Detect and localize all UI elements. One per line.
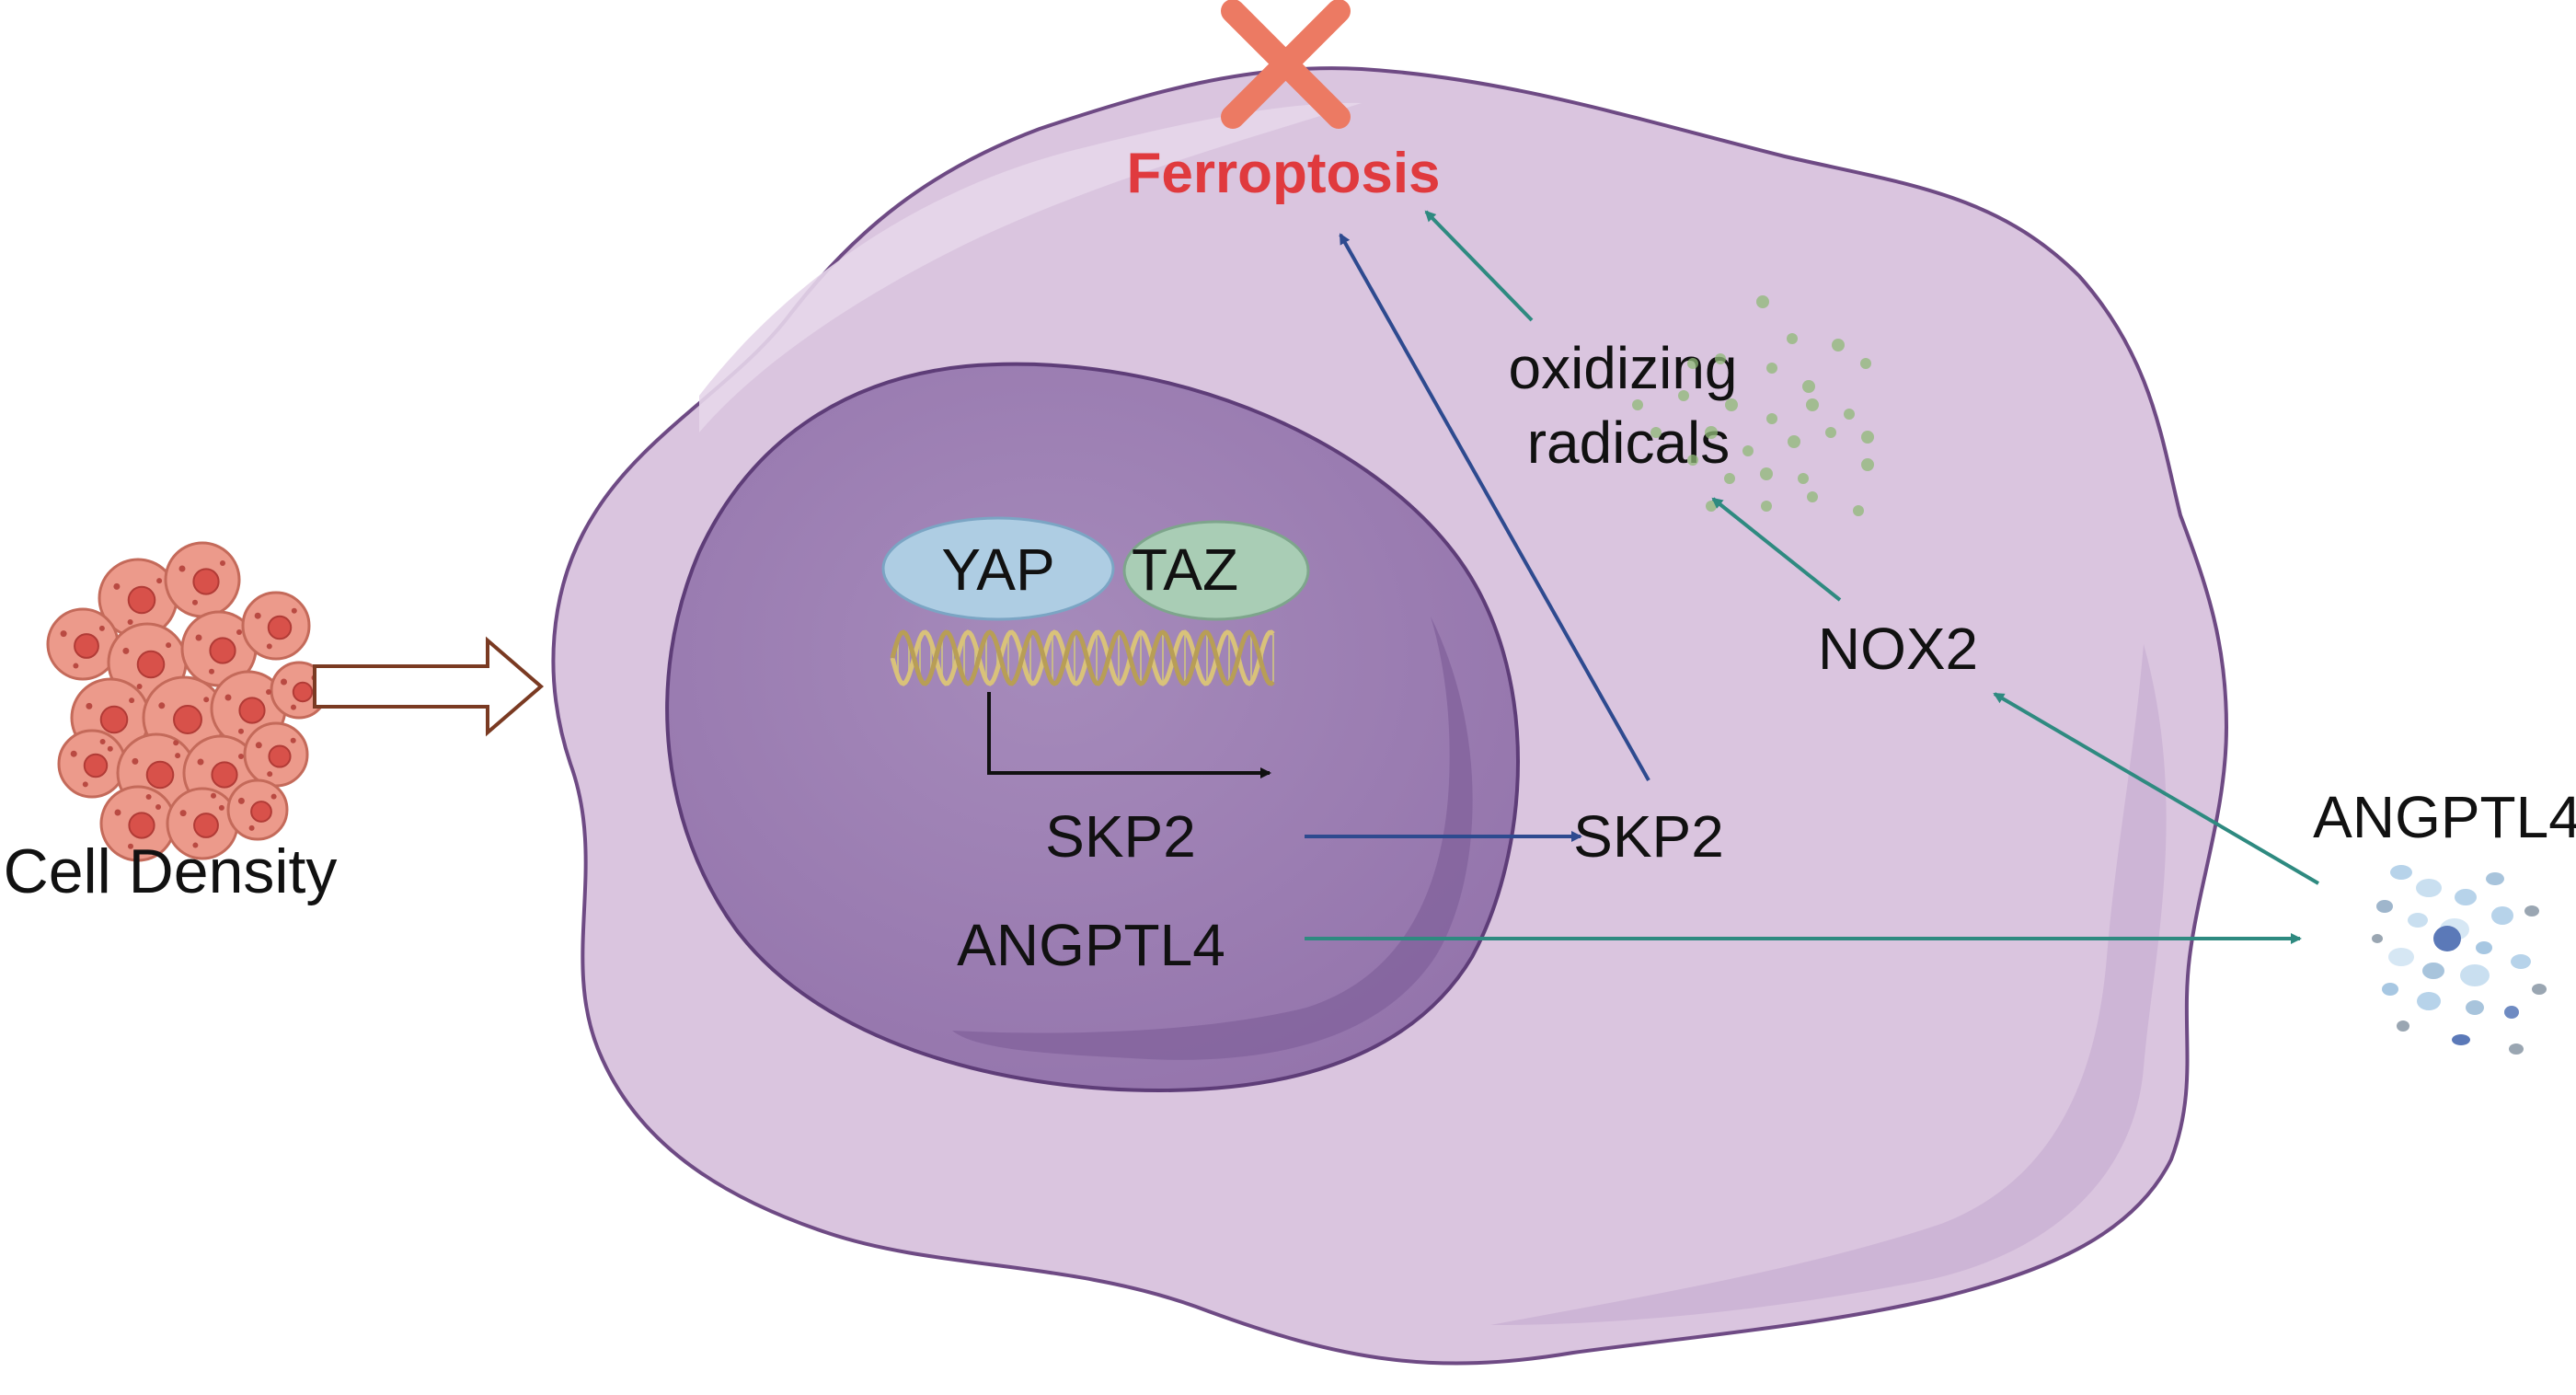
yap-label: YAP: [941, 536, 1054, 603]
angptl4-secreted-label: ANGPTL4: [2313, 784, 2576, 850]
skp2-cytoplasm-label: SKP2: [1573, 803, 1724, 870]
membrane-highlight: [699, 102, 1362, 432]
nox2-label: NOX2: [1818, 616, 1978, 682]
skp2-nucleus-label: SKP2: [1045, 803, 1196, 870]
nucleus-body: [665, 362, 1520, 1093]
ferroptosis-label: Ferroptosis: [1126, 142, 1440, 205]
angptl4-to-nox2-arrow: [1993, 692, 2320, 885]
angptl4-nucleus-label: ANGPTL4: [957, 912, 1225, 978]
taz-label: TAZ: [1132, 536, 1238, 603]
density-hollow-arrow: [313, 636, 545, 737]
skp2-to-ferroptosis-arrow: [1339, 233, 1650, 781]
radical-dots-icon: [1632, 295, 1874, 516]
dna-helix-icon: [890, 629, 1275, 686]
radicals-to-ferroptosis-arrow: [1424, 210, 1534, 322]
yap-protein: [881, 516, 1115, 621]
taz-protein: [1122, 520, 1310, 621]
yap-taz-complex: YAP TAZ: [881, 516, 1310, 621]
nox2-to-radicals-arrow: [1711, 497, 1842, 602]
oxidizing-radicals-label-line1: oxidizing: [1508, 335, 1737, 401]
nucleus: [665, 362, 1520, 1093]
secreted-protein-dots-icon: [2372, 865, 2547, 1055]
oxidizing-radicals-label-line2: radicals: [1527, 409, 1731, 476]
inhibition-cross-icon: [1221, 0, 1351, 129]
cell-density-label: Cell Density: [4, 836, 338, 906]
transcription-arrow: [987, 692, 1271, 778]
tumor-cell-cluster-icon: [46, 541, 328, 862]
